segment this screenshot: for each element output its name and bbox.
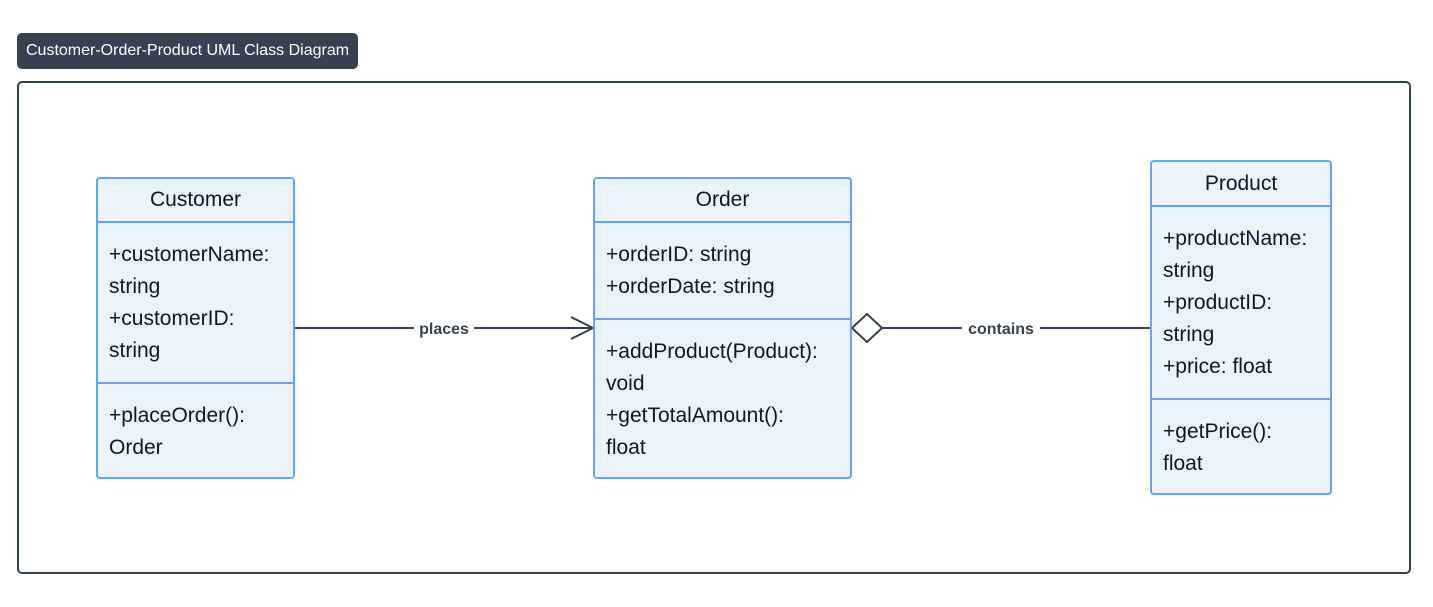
class-customer-attributes: +customerName: string +customerID: strin…	[98, 223, 293, 384]
customer-attribute: +customerID:	[109, 307, 235, 330]
customer-attribute: string	[109, 339, 161, 362]
product-attribute: +productID:	[1163, 291, 1273, 314]
class-customer-methods: +placeOrder(): Order	[98, 384, 293, 464]
aggregation-diamond-icon	[850, 312, 884, 344]
product-method: +getPrice():	[1163, 420, 1273, 443]
diagram-title: Customer-Order-Product UML Class Diagram	[17, 33, 359, 69]
customer-attribute: string	[109, 275, 161, 298]
contains-label: contains	[968, 321, 1034, 338]
customer-method: +placeOrder():	[109, 404, 245, 427]
product-method: float	[1163, 452, 1203, 475]
order-attribute: +orderDate: string	[606, 275, 775, 298]
product-attribute: string	[1163, 259, 1215, 282]
product-attribute: +productName:	[1163, 227, 1308, 250]
order-method: +getTotalAmount():	[606, 404, 785, 427]
class-product[interactable]: Product +productName: string +productID:…	[1150, 160, 1332, 495]
order-method: +addProduct(Product):	[606, 340, 818, 363]
customer-method: Order	[109, 436, 163, 459]
class-order-methods: +addProduct(Product): void +getTotalAmou…	[595, 320, 850, 464]
customer-attribute: +customerName:	[109, 243, 270, 266]
class-order-name: Order	[595, 179, 850, 223]
class-customer[interactable]: Customer +customerName: string +customer…	[96, 177, 295, 479]
order-method: float	[606, 436, 646, 459]
class-product-methods: +getPrice(): float	[1152, 400, 1330, 480]
order-attribute: +orderID: string	[606, 243, 752, 266]
class-customer-name: Customer	[98, 179, 293, 223]
places-label: places	[419, 321, 469, 338]
class-product-name: Product	[1152, 162, 1330, 207]
class-product-attributes: +productName: string +productID: string …	[1152, 207, 1330, 400]
contains-label-bg	[962, 317, 1040, 339]
product-attribute: string	[1163, 323, 1215, 346]
class-order-attributes: +orderID: string +orderDate: string	[595, 223, 850, 320]
order-method: void	[606, 372, 645, 395]
product-attribute: +price: float	[1163, 355, 1273, 378]
class-order[interactable]: Order +orderID: string +orderDate: strin…	[593, 177, 852, 479]
places-label-bg	[414, 317, 474, 339]
